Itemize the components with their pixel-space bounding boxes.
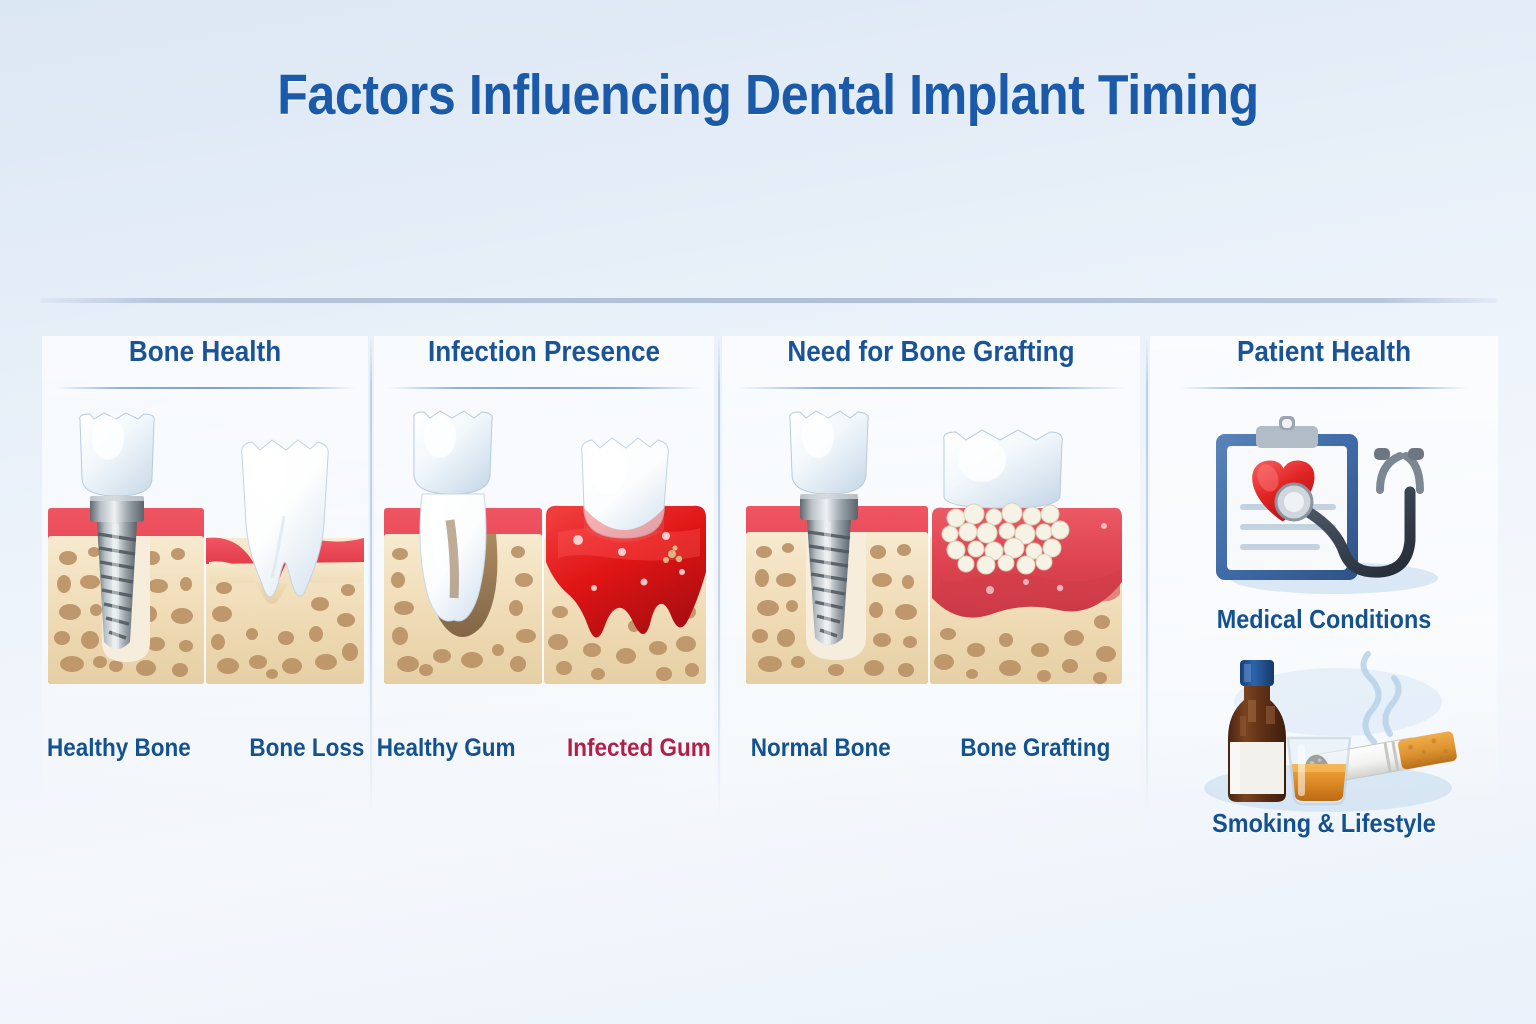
column-divider-3 [1146, 340, 1148, 810]
column-need-for-bone-grafting: Need for Bone Grafting [722, 336, 1140, 762]
normal-bone-block [746, 410, 928, 684]
column-heading-patient-health: Patient Health [1236, 336, 1412, 368]
title-divider-rule [40, 298, 1498, 303]
caption-infected-gum: Infected Gum [567, 734, 711, 762]
graft-granules [941, 502, 1070, 575]
caption-medical-conditions: Medical Conditions [1216, 604, 1432, 634]
healthy-bone-block [48, 412, 204, 684]
captions-infection-presence: Healthy Gum Infected Gum [374, 734, 714, 763]
illustration-bone-health [46, 412, 366, 704]
page-title: Factors Influencing Dental Implant Timin… [277, 63, 1259, 127]
caption-healthy-gum: Healthy Gum [376, 734, 516, 762]
captions-need-for-bone-grafting: Normal Bone Bone Grafting [722, 734, 1140, 763]
heading-rule-patient-health [1181, 387, 1467, 389]
bone-loss-block [206, 439, 364, 684]
illustration-bone-grafting [744, 410, 1124, 704]
captions-bone-health: Healthy Bone Bone Loss [42, 734, 368, 763]
column-heading-need-for-bone-grafting: Need for Bone Grafting [787, 336, 1075, 368]
column-heading-bone-health: Bone Health [128, 336, 282, 368]
columns-container: Bone Health [0, 336, 1536, 838]
bone-grafting-block [930, 429, 1122, 684]
column-divider-2 [718, 340, 720, 810]
heading-rule-need-for-bone-grafting [736, 387, 1126, 389]
column-divider-1 [370, 340, 372, 810]
healthy-gum-block [384, 410, 542, 684]
caption-bone-loss: Bone Loss [249, 734, 365, 762]
column-heading-infection-presence: Infection Presence [427, 336, 661, 368]
column-bone-health: Bone Health [42, 336, 368, 762]
clipboard-heart-stethoscope-icon [1184, 412, 1474, 596]
column-patient-health: Patient Health [1150, 336, 1498, 838]
heading-rule-infection-presence [388, 387, 700, 389]
caption-smoking-lifestyle: Smoking & Lifestyle [1212, 808, 1436, 838]
illustration-infection-presence [382, 410, 708, 704]
page-title-container: Factors Influencing Dental Implant Timin… [0, 62, 1536, 128]
column-infection-presence: Infection Presence [374, 336, 714, 762]
bottle-glass-cigarette-icon [1188, 638, 1474, 818]
caption-normal-bone: Normal Bone [750, 734, 891, 762]
caption-healthy-bone: Healthy Bone [47, 734, 191, 762]
caption-bone-grafting: Bone Grafting [960, 734, 1111, 762]
heading-rule-bone-health [55, 387, 355, 389]
infected-gum-block [544, 437, 706, 684]
